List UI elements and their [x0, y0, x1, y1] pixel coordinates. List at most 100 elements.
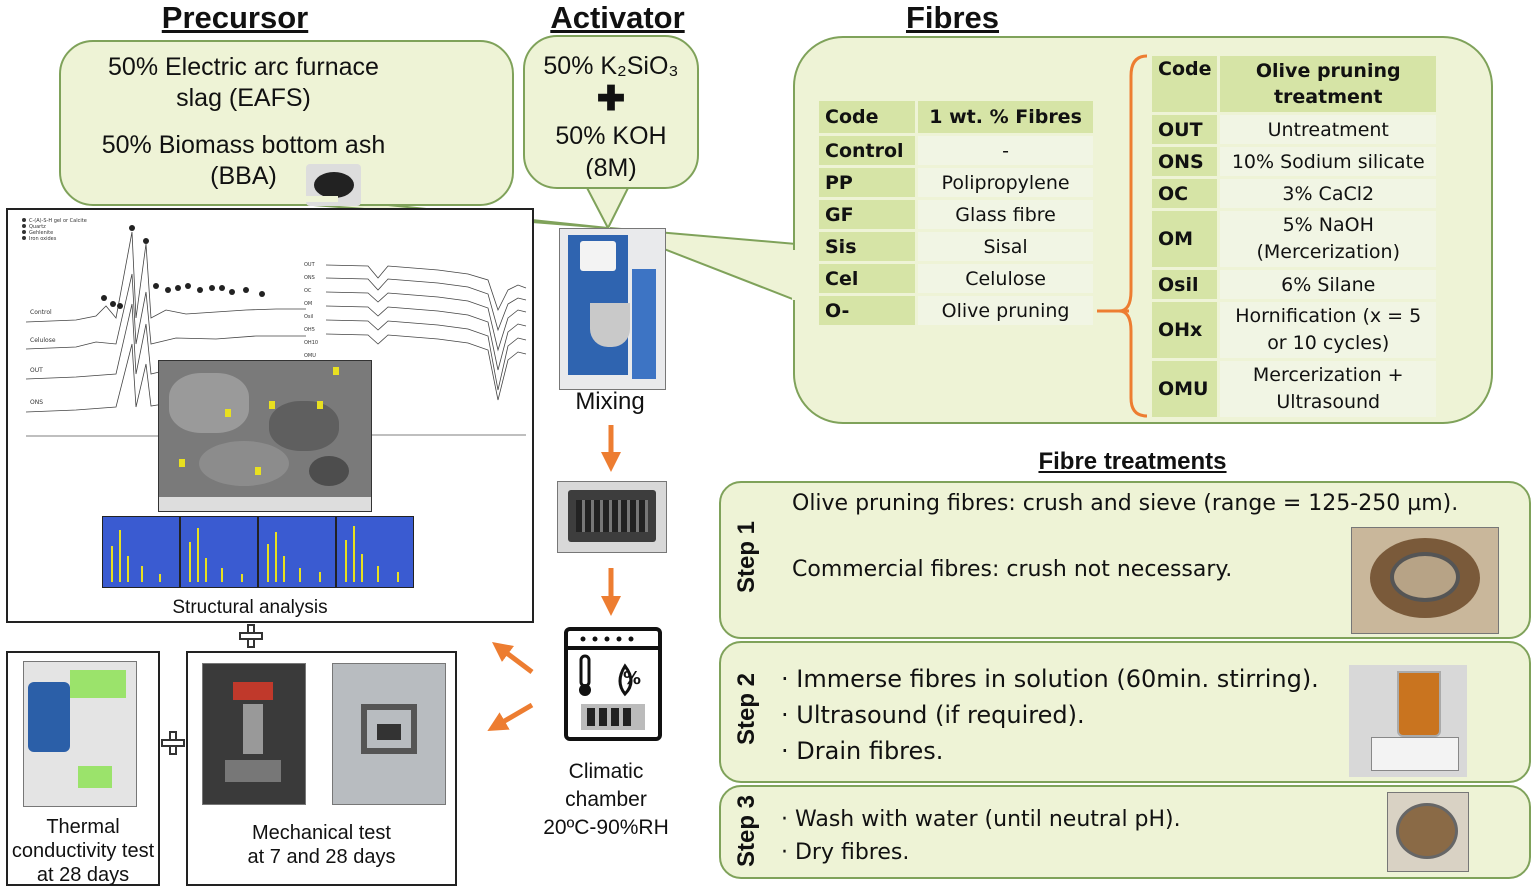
precursor-header: Precursor — [161, 0, 309, 35]
treatment-code: OM — [1152, 211, 1218, 267]
precursor-line-1: 50% Electric arc furnace — [108, 53, 379, 81]
ftir-sample-7: OMU — [304, 353, 316, 359]
koh-label: 50% KOH — [555, 122, 667, 150]
fibre-code: Cel — [819, 264, 916, 293]
molarity-label: (8M) — [585, 154, 637, 182]
xrd-sample-2: OUT — [30, 367, 43, 374]
treatment-name: 5% NaOH (Mercerization) — [1220, 211, 1436, 267]
beaker-stirrer-image — [1349, 665, 1467, 777]
sieve-image — [1351, 527, 1499, 634]
arrow-left-icon — [492, 642, 534, 674]
mechanical-test-panel: Mechanical test at 7 and 28 days — [186, 651, 457, 886]
xrd-sample-3: ONS — [30, 399, 43, 406]
treatment-name: Untreatment — [1220, 115, 1436, 144]
fibre-name: Celulose — [918, 264, 1093, 293]
xrd-sample-0: Control — [30, 309, 52, 316]
structural-analysis-panel: C-(A)-S-H gel or Calcite Quartz Gehlenit… — [6, 208, 534, 623]
activator-header: Activator — [550, 0, 685, 35]
step-2-line-1: · Immerse fibres in solution (60min. sti… — [781, 665, 1319, 693]
fibres-table-header-fibres: 1 wt. % Fibres — [918, 101, 1093, 133]
fibre-treatments-header: Fibre treatments — [1038, 448, 1227, 475]
step-1-box: Step 1 Olive pruning fibres: crush and s… — [719, 481, 1531, 639]
fibre-code: Control — [819, 136, 916, 165]
eds-spectra — [102, 516, 430, 588]
precursor-line-3: 50% Biomass bottom ash — [101, 131, 386, 159]
step-2-box: Step 2 · Immerse fibres in solution (60m… — [719, 641, 1531, 783]
olive-table-header-code: Code — [1152, 56, 1218, 112]
ftir-sample-2: OC — [304, 288, 312, 294]
treatment-code: OC — [1152, 179, 1218, 208]
treatment-name: Hornification (x = 5 or 10 cycles) — [1220, 302, 1436, 358]
climatic-label-3: 20ºC-90%RH — [543, 816, 669, 839]
precursor-line-4: (BBA) — [210, 162, 277, 190]
k2sio3-label: 50% K₂SiO₃ — [543, 52, 679, 80]
fibre-code: Sis — [819, 232, 916, 261]
arrow-left-icon — [487, 702, 534, 732]
precursor-line-2: slag (EAFS) — [176, 84, 311, 112]
fibres-header: Fibres — [905, 0, 1000, 35]
eds-spectrum-3 — [258, 516, 336, 588]
fibre-name: Sisal — [918, 232, 1093, 261]
treatment-name: Mercerization + Ultrasound — [1220, 361, 1436, 417]
mould-image — [557, 481, 667, 553]
xrd-legend-1: Quartz — [29, 224, 46, 230]
climatic-label-1: Climatic — [568, 760, 644, 783]
treatment-name: 3% CaCl2 — [1220, 179, 1436, 208]
mixing-label: Mixing — [575, 388, 645, 415]
ftir-sample-5: OH5 — [304, 327, 315, 333]
mixer-image — [559, 228, 666, 390]
ftir-sample-4: Osil — [304, 314, 313, 320]
table-row: Control- — [819, 136, 1093, 165]
orange-brace — [1097, 54, 1148, 418]
fibre-code: PP — [819, 168, 916, 197]
fibre-code: GF — [819, 200, 916, 229]
fibre-name: Glass fibre — [918, 200, 1093, 229]
xrd-sample-1: Celulose — [30, 337, 56, 344]
precursor-bubble: 50% Electric arc furnace slag (EAFS) 50%… — [59, 40, 514, 206]
ftir-sample-0: OUT — [304, 262, 316, 268]
test-fixture-image — [332, 663, 446, 805]
step-3-label: Step 3 — [733, 794, 760, 868]
step-1-label: Step 1 — [733, 520, 760, 594]
eds-spectrum-4 — [336, 516, 414, 588]
step-2-line-2: · Ultrasound (if required). — [781, 701, 1085, 729]
treatment-name: 10% Sodium silicate — [1220, 147, 1436, 176]
structural-analysis-label: Structural analysis — [172, 597, 328, 618]
thermal-label-1: Thermal — [46, 816, 120, 838]
plus-icon — [239, 624, 263, 648]
thermal-label-3: at 28 days — [36, 864, 130, 886]
xrd-legend-3: Iron oxides — [29, 236, 57, 242]
ftir-sample-1: ONS — [304, 275, 315, 281]
step-1-line-1: Olive pruning fibres: crush and sieve (r… — [792, 491, 1459, 516]
step-3-line-2: · Dry fibres. — [781, 840, 910, 865]
climatic-label-2: chamber — [565, 788, 647, 811]
step-2-line-3: · Drain fibres. — [781, 737, 944, 765]
thermal-test-panel: Thermal conductivity test at 28 days — [6, 651, 160, 886]
treatment-name: 6% Silane — [1220, 270, 1436, 299]
dried-fibres-image — [1387, 792, 1469, 872]
treatment-code: OHx — [1152, 302, 1218, 358]
treatment-code: OMU — [1152, 361, 1218, 417]
xrd-legend-0: C-(A)-S-H gel or Calcite — [29, 218, 87, 224]
fibre-name: Polipropylene — [918, 168, 1093, 197]
climatic-chamber-icon: % — [564, 627, 662, 741]
plus-icon — [161, 731, 185, 755]
mechanical-label-2: at 7 and 28 days — [247, 846, 396, 868]
xrd-legend-2: Gehlenite — [29, 230, 53, 236]
svg-text:%: % — [623, 668, 641, 689]
olive-table-header-treatment: Olive pruning treatment — [1220, 56, 1436, 112]
fibre-name: - — [918, 136, 1093, 165]
